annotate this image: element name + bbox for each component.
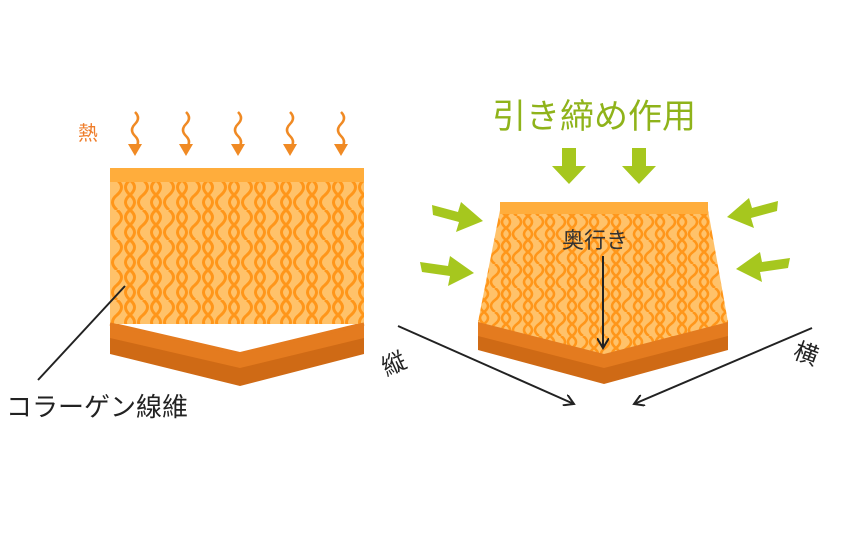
left-block-mesh xyxy=(110,178,364,324)
green-arrow-icon xyxy=(432,202,483,232)
heat-label: 熱 xyxy=(78,121,98,145)
depth-label: 奥行き xyxy=(562,229,628,254)
vertical-arrow xyxy=(397,325,574,404)
wavy-arrow-down-icon xyxy=(128,111,142,156)
left-block-base xyxy=(110,322,364,368)
right-block-top xyxy=(500,202,708,214)
vertical-label: 縦 xyxy=(377,346,411,382)
wavy-arrow-down-icon xyxy=(231,111,245,156)
right-block-base xyxy=(478,320,728,368)
green-arrow-icon xyxy=(622,148,656,184)
heat-arrows xyxy=(128,111,348,156)
horizontal-label: 横 xyxy=(790,337,822,372)
tightening-arrows xyxy=(420,148,790,286)
tightening-label: 引き締め作用 xyxy=(492,97,696,137)
left-block-top xyxy=(110,168,364,182)
wavy-arrow-down-icon xyxy=(283,111,297,156)
right-block-base-shadow xyxy=(478,334,728,384)
left-collagen-block xyxy=(109,168,365,386)
collagen-leader-line xyxy=(37,285,126,381)
wavy-arrow-down-icon xyxy=(179,111,193,156)
horizontal-arrow xyxy=(634,327,813,404)
left-block-base-shadow xyxy=(110,336,364,386)
green-arrow-icon xyxy=(736,252,790,282)
wavy-arrow-down-icon xyxy=(334,111,348,156)
green-arrow-icon xyxy=(552,148,586,184)
green-arrow-icon xyxy=(727,198,778,228)
green-arrow-icon xyxy=(420,256,474,286)
collagen-label: コラーゲン線維 xyxy=(6,393,188,423)
